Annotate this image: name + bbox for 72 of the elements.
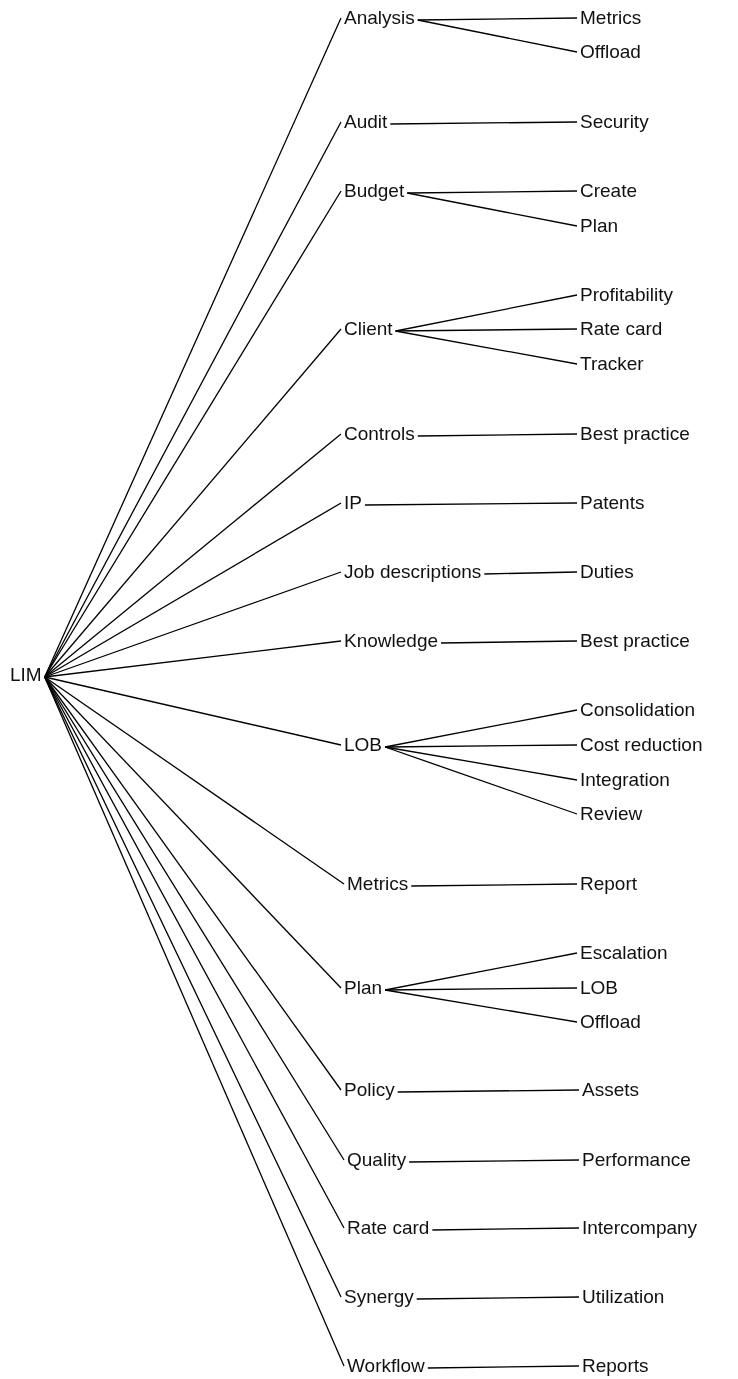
connector-line	[394, 330, 578, 365]
leaf-label: Report	[580, 872, 638, 896]
branch-label: Client	[344, 317, 393, 341]
leaf-label: Utilization	[582, 1285, 665, 1309]
leaf-label: Offload	[580, 40, 641, 64]
leaf-label: Review	[580, 802, 643, 826]
branch-label: Plan	[344, 976, 383, 1000]
leaf-label: Tracker	[580, 352, 644, 376]
branch-label: Metrics	[347, 872, 409, 896]
branch-label: Controls	[344, 422, 415, 446]
connector-line	[384, 987, 578, 991]
branch-label: Audit	[344, 110, 388, 134]
connector-line	[417, 19, 578, 53]
connector-line	[406, 190, 578, 194]
leaf-label: Consolidation	[580, 698, 696, 722]
branch-label: Job descriptions	[344, 560, 482, 584]
connector-line	[44, 676, 342, 746]
branch-label: Synergy	[344, 1285, 414, 1309]
leaf-label: Performance	[582, 1148, 691, 1172]
connector-line	[394, 294, 578, 332]
root-label: LIM	[10, 663, 42, 687]
connector-line	[417, 433, 578, 437]
leaf-label: Intercompany	[582, 1216, 698, 1240]
connector-line	[384, 746, 578, 815]
leaf-label: Plan	[580, 214, 619, 238]
leaf-label: Assets	[582, 1078, 640, 1102]
connector-line	[44, 676, 342, 989]
leaf-label: Offload	[580, 1010, 641, 1034]
branch-label: Knowledge	[344, 629, 439, 653]
connector-line	[416, 1296, 580, 1300]
leaf-label: Integration	[580, 768, 670, 792]
connector-line	[364, 502, 578, 506]
leaf-label: Patents	[580, 491, 645, 515]
branch-label: Rate card	[347, 1216, 430, 1240]
connector-line	[44, 676, 342, 1091]
branch-label: LOB	[344, 733, 383, 757]
leaf-label: Rate card	[580, 317, 663, 341]
branch-label: Budget	[344, 179, 405, 203]
connector-line	[431, 1227, 580, 1231]
branch-label: Workflow	[347, 1354, 425, 1378]
connector-line	[440, 640, 578, 644]
connector-line	[384, 989, 578, 1023]
branch-label: Analysis	[344, 6, 415, 30]
leaf-label: Reports	[582, 1354, 649, 1378]
connector-line	[406, 192, 578, 227]
leaf-label: Escalation	[580, 941, 668, 965]
leaf-label: Create	[580, 179, 638, 203]
connector-line	[44, 676, 345, 885]
leaf-label: Security	[580, 110, 649, 134]
connector-line	[384, 744, 578, 748]
leaf-label: Profitability	[580, 283, 673, 307]
leaf-label: Best practice	[580, 422, 690, 446]
connector-line	[483, 571, 578, 575]
connector-line	[44, 640, 342, 678]
connector-line	[408, 1159, 580, 1163]
connector-line	[44, 502, 342, 678]
leaf-label: Metrics	[580, 6, 642, 30]
connector-line	[389, 121, 578, 125]
leaf-label: Cost reduction	[580, 733, 703, 757]
branch-label: Quality	[347, 1148, 407, 1172]
connector-line	[417, 17, 578, 21]
connector-line	[410, 883, 578, 887]
connector-line	[394, 328, 578, 332]
connector-line	[44, 433, 342, 678]
leaf-label: LOB	[580, 976, 619, 1000]
connector-line	[427, 1365, 580, 1369]
branch-label: IP	[344, 491, 362, 515]
leaf-label: Best practice	[580, 629, 690, 653]
connector-line	[44, 328, 342, 678]
connector-line	[397, 1089, 580, 1093]
branch-label: Policy	[344, 1078, 395, 1102]
leaf-label: Duties	[580, 560, 634, 584]
